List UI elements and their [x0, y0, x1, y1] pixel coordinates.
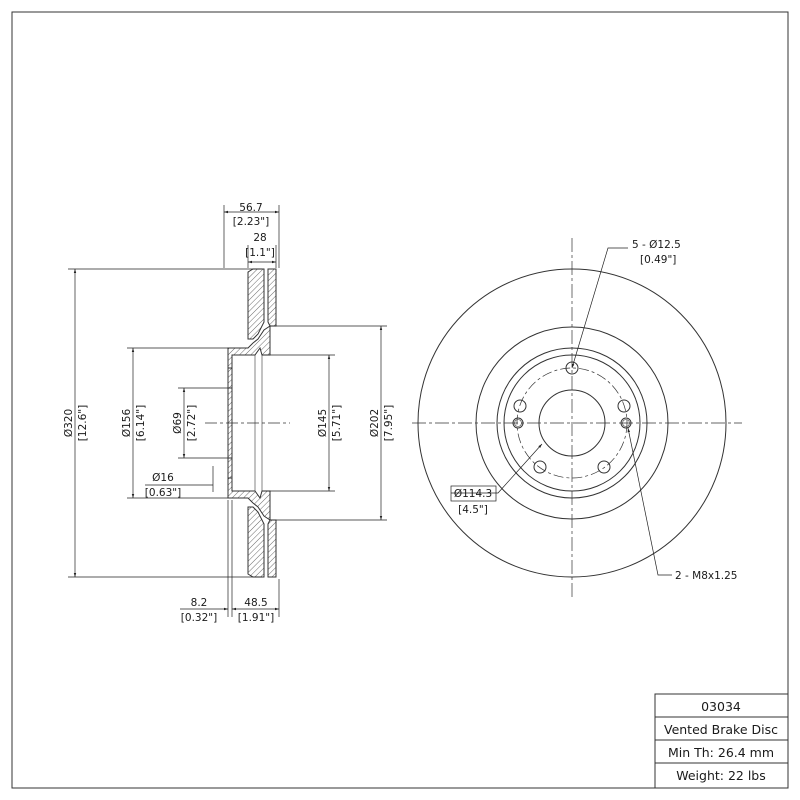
lug-hole: [533, 460, 547, 474]
friction-ring-inner-edge: [475, 326, 669, 520]
threaded-hole: [512, 417, 524, 429]
bolt-holes-label: 5 - Ø12.5: [632, 239, 681, 251]
bolt-circle-label: Ø114.3: [454, 488, 492, 500]
lug-hole: [617, 399, 631, 413]
lug-hole: [513, 399, 527, 413]
weight: Weight: 22 lbs: [676, 768, 766, 783]
threaded-hole: [514, 419, 522, 427]
hat-flange-thickness-label: 8.2: [191, 597, 208, 609]
center-bore: [538, 389, 606, 457]
outer-diameter-inch-label: [12.6"]: [77, 405, 89, 441]
lug-hole: [565, 361, 579, 375]
hat-height-inch-label: [1.91"]: [238, 612, 274, 624]
upper-outer-cheek: [267, 268, 277, 327]
min-thickness: Min Th: 26.4 mm: [668, 745, 774, 760]
pilot-diameter-label: Ø16: [152, 472, 174, 484]
hat-diameter-label: Ø156: [121, 409, 133, 438]
center-bore-label: Ø69: [172, 412, 184, 434]
front-labels: 5 - Ø12.5 [0.49"] Ø114.3 [4.5"] 2 - M8x1…: [450, 239, 737, 582]
hat-lower: [227, 477, 271, 521]
upper-friction-ring: [247, 268, 265, 340]
lower-outer-cheek: [267, 519, 277, 578]
hat-inner-edge: [503, 354, 641, 492]
hat-height-label: 48.5: [244, 597, 267, 609]
hat-inner-diameter-label: Ø145: [317, 409, 329, 437]
hat-diameter-inch-label: [6.14"]: [135, 405, 147, 441]
bolt-circle-inch-label: [4.5"]: [458, 504, 488, 516]
side-dimensions: [68, 205, 387, 617]
pilot-diameter-inch-label: [0.63"]: [145, 487, 181, 499]
bolt-circle: [516, 367, 628, 479]
rotor-thickness-label: 28: [253, 232, 266, 244]
part-description: Vented Brake Disc: [664, 722, 778, 737]
center-bore-inch-label: [2.72"]: [186, 405, 198, 441]
hub-face: [227, 367, 233, 479]
side-dimension-labels: 56.7 [2.23"] 28 [1.1"] Ø320 [12.6"] Ø156…: [63, 202, 395, 624]
hat-outer-edge: [496, 347, 648, 499]
front-leaders: [451, 247, 672, 576]
threaded-hole: [622, 419, 630, 427]
drawing-border: [11, 11, 789, 789]
hat-flange-thickness-inch-label: [0.32"]: [181, 612, 217, 624]
bolt-circle-box: [450, 485, 497, 502]
lower-friction-ring: [247, 506, 265, 578]
inner-friction-diameter-label: Ø202: [369, 409, 381, 437]
outer-diameter-label: Ø320: [63, 409, 75, 437]
bolt-holes-inch-label: [0.49"]: [640, 254, 676, 266]
overall-width-label: 56.7: [239, 202, 262, 214]
lug-holes: [513, 361, 631, 474]
overall-width-inch-label: [2.23"]: [233, 216, 269, 228]
hat-inner-diameter-inch-label: [5.71"]: [331, 405, 343, 441]
threaded-holes: [512, 417, 632, 429]
inner-friction-diameter-inch-label: [7.95"]: [383, 405, 395, 441]
threaded-holes-label: 2 - M8x1.25: [675, 570, 737, 582]
lug-hole: [597, 460, 611, 474]
threaded-hole: [620, 417, 632, 429]
side-section-view: [205, 268, 290, 578]
front-view: [412, 238, 742, 598]
title-block: [654, 693, 789, 789]
rotor-thickness-inch-label: [1.1"]: [245, 247, 275, 259]
rotor-outer-edge: [417, 268, 727, 578]
part-number: 03034: [701, 699, 741, 714]
